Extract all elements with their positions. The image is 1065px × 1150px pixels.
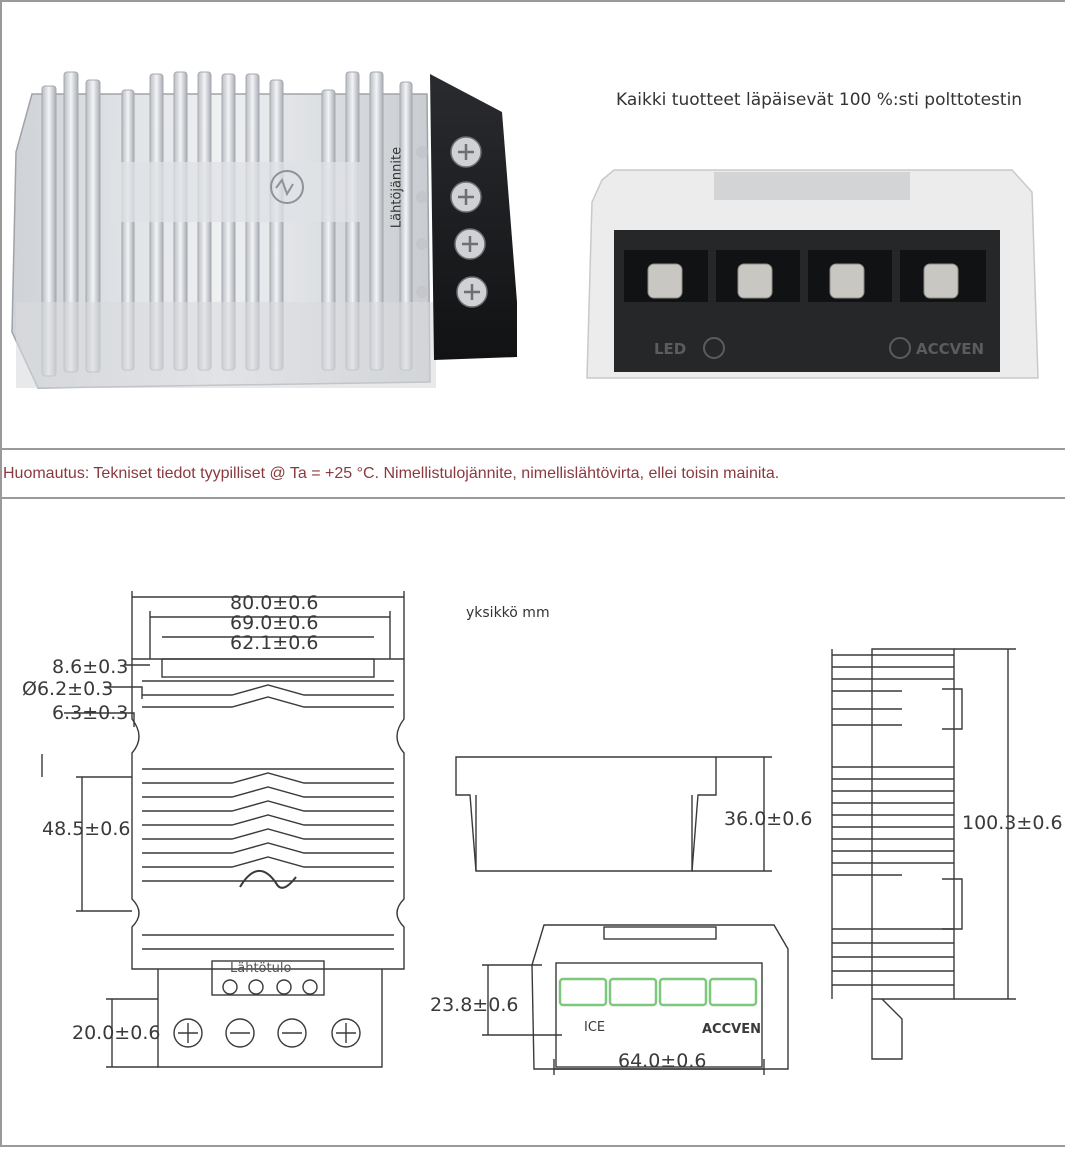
top-view-drawing [41, 591, 405, 1068]
dimension-drawings: 80.0±0.6 69.0±0.6 62.1±0.6 8.6±0.3 Ø6.2±… [22, 591, 1063, 1075]
dim-20: 20.0±0.6 [72, 1022, 160, 1044]
dimension-drawing-panel: 80.0±0.6 69.0±0.6 62.1±0.6 8.6±0.3 Ø6.2±… [2, 499, 1065, 1145]
side-view-drawing [455, 756, 772, 872]
converter-photo-left [11, 71, 436, 389]
photo-led-mark: LED [654, 340, 686, 358]
dim-6-3: 6.3±0.3 [52, 702, 128, 724]
dim-80: 80.0±0.6 [230, 592, 318, 614]
dim-6-2: Ø6.2±0.3 [22, 678, 113, 700]
right-view-drawing [831, 648, 1016, 1060]
end-view-drawing [482, 924, 789, 1075]
converter-photo-right: LED ACCVEN [586, 169, 1039, 379]
dim-8-6: 8.6±0.3 [52, 656, 128, 678]
product-photos: LED ACCVEN [11, 71, 1039, 389]
product-photo-panel: LED ACCVEN Kaikki tuotteet läpäisevät 10… [2, 2, 1065, 448]
burn-in-caption: Kaikki tuotteet läpäisevät 100 %:sti pol… [616, 90, 1023, 110]
spec-note: Huomautus: Tekniset tiedot tyypilliset @… [3, 465, 780, 482]
note-row: Huomautus: Tekniset tiedot tyypilliset @… [0, 450, 1065, 497]
output-voltage-label: Lähtöjännite [389, 146, 405, 229]
dim-64: 64.0±0.6 [618, 1050, 706, 1072]
dim-36: 36.0±0.6 [724, 808, 812, 830]
dim-48-5: 48.5±0.6 [42, 818, 130, 840]
ice-label: ICE [584, 1020, 605, 1035]
bottom-border [0, 1145, 1065, 1147]
dim-69: 69.0±0.6 [230, 612, 318, 634]
photo-bottom-border [0, 448, 1065, 450]
unit-label: yksikkö mm [466, 605, 550, 621]
note-bottom-border [0, 497, 1065, 499]
terminal-io-label: Lähtötulo [230, 961, 292, 976]
photo-brand-mark: ACCVEN [916, 340, 984, 358]
dim-100-3: 100.3±0.6 [962, 812, 1063, 834]
top-border [0, 0, 1065, 2]
dim-62: 62.1±0.6 [230, 632, 318, 654]
brand-label: ACCVEN [702, 1022, 761, 1037]
green-terminal-blocks [558, 977, 758, 1007]
terminal-block-left [416, 74, 517, 360]
left-border [0, 0, 2, 1147]
dim-23-8: 23.8±0.6 [430, 994, 518, 1016]
